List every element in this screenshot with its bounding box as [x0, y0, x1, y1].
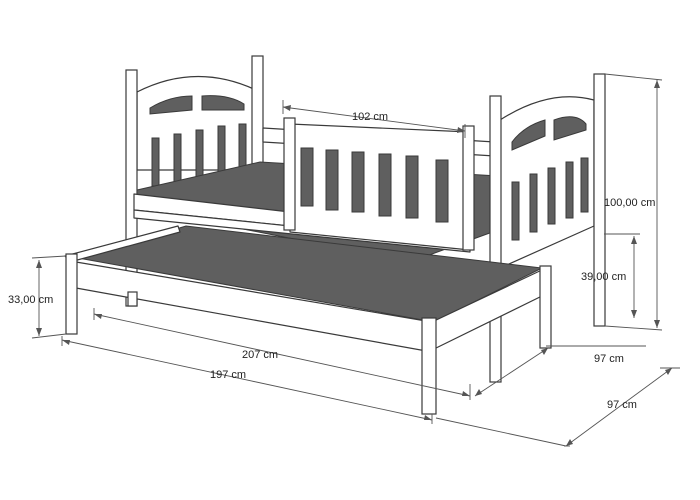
- safety-rail-post: [462, 125, 475, 251]
- dimension-label-outer-length: 207 cm: [242, 349, 278, 361]
- right-headboard-slot: [580, 157, 589, 213]
- trundle-leg-back: [127, 291, 138, 307]
- dimension-inner-length: [61, 336, 433, 424]
- right-headboard-slot: [529, 173, 538, 233]
- dimension-label-depth-top: 97 cm: [594, 353, 624, 365]
- right-headboard-slot: [565, 161, 574, 219]
- trundle-leg: [539, 265, 552, 349]
- dimension-depth-bottom: [435, 367, 680, 447]
- dimension-depth-top: [474, 345, 646, 397]
- right-headboard-window: [511, 119, 546, 151]
- left-headboard-post-back: [251, 55, 264, 165]
- right-headboard-slot: [511, 181, 520, 241]
- safety-rail-slot: [378, 153, 392, 217]
- left-headboard-slot: [173, 133, 182, 187]
- trundle-bed: [64, 225, 552, 415]
- safety-rail-post: [283, 117, 296, 231]
- dimension-side-height: [604, 233, 640, 318]
- dimension-rail-width: [282, 100, 466, 138]
- right-headboard-post-front: [489, 95, 502, 383]
- dimension-label-depth-bottom: 97 cm: [607, 399, 637, 411]
- left-headboard-slot: [151, 137, 160, 187]
- safety-rail-slot: [351, 151, 365, 213]
- dimension-outer-length: [93, 308, 471, 400]
- dimension-label-rail-width: 102 cm: [352, 111, 388, 123]
- dimension-label-inner-length: 197 cm: [210, 369, 246, 381]
- safety-rail: [283, 117, 475, 251]
- safety-rail-slot: [435, 159, 449, 223]
- dimension-trundle-height: [31, 255, 67, 339]
- dimension-label-side-height: 39,00 cm: [581, 271, 626, 283]
- right-headboard-slot: [547, 167, 556, 225]
- right-headboard: [489, 73, 606, 383]
- dimension-label-trundle-height: 33,00 cm: [8, 294, 53, 306]
- left-headboard-window: [149, 95, 193, 115]
- right-headboard-window: [553, 116, 587, 141]
- safety-rail-slot: [405, 155, 419, 219]
- dimension-label-total-height: 100,00 cm: [604, 197, 655, 209]
- right-headboard-post-back: [593, 73, 606, 327]
- left-headboard-window: [201, 95, 245, 111]
- safety-rail-slot: [300, 147, 314, 207]
- dimension-total-height: [604, 73, 663, 331]
- trundle-leg: [65, 253, 78, 335]
- trundle-leg: [421, 317, 437, 415]
- safety-rail-slot: [325, 149, 339, 211]
